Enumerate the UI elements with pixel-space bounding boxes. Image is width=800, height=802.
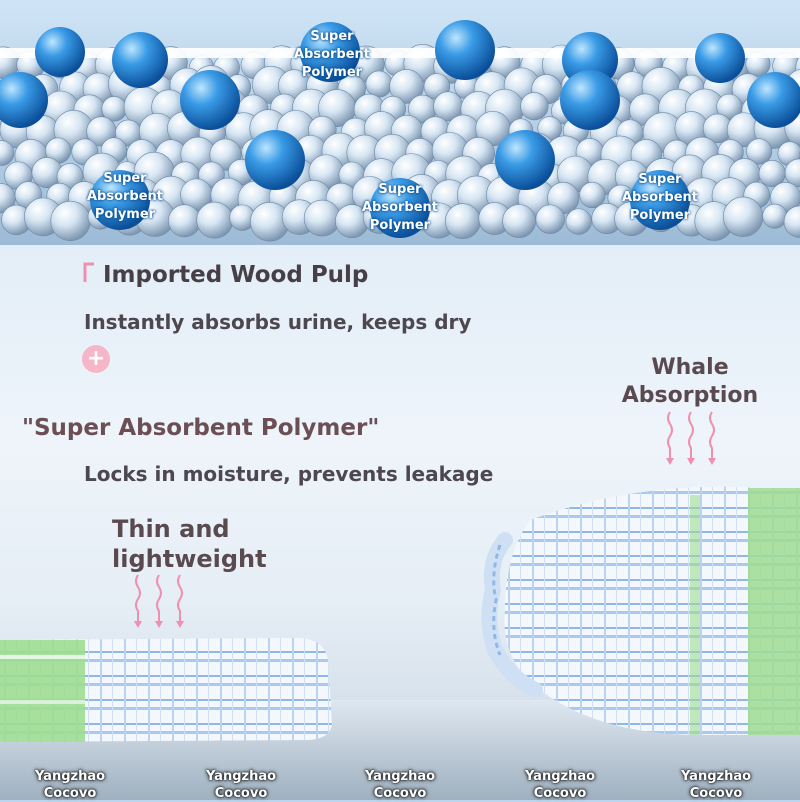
clear-polymer-bead — [746, 138, 773, 165]
pulp-title: Imported Wood Pulp — [103, 262, 369, 288]
clear-polymer-bead — [0, 140, 15, 166]
blue-polymer-bead — [35, 27, 85, 77]
blue-polymer-bead — [180, 70, 240, 130]
clear-polymer-bead — [389, 69, 424, 104]
blue-polymer-bead — [560, 70, 620, 130]
blue-polymer-bead — [495, 130, 555, 190]
blue-polymer-bead — [370, 178, 430, 238]
polymer-beads-illustration — [0, 0, 800, 245]
clear-polymer-bead — [444, 203, 481, 239]
clear-polymer-bead — [502, 204, 536, 238]
blue-polymer-bead — [435, 20, 495, 80]
blue-polymer-bead — [245, 130, 305, 190]
thin-diaper-pad — [0, 638, 332, 742]
blue-polymer-bead — [630, 170, 690, 230]
plus-icon: + — [82, 345, 110, 373]
whale-label: Whale Absorption — [621, 355, 759, 408]
clear-polymer-bead — [535, 204, 565, 234]
clear-polymer-bead — [579, 181, 606, 209]
sap-title: "Super Absorbent Polymer" — [22, 415, 380, 441]
thin-label: Thin and lightweight — [112, 515, 267, 573]
blue-polymer-bead — [300, 22, 360, 82]
clear-polymer-bead — [784, 158, 800, 188]
clear-polymer-bead — [520, 92, 549, 121]
clear-polymer-bead — [303, 199, 341, 237]
blue-polymer-bead — [747, 72, 800, 128]
clear-polymer-bead — [722, 196, 764, 237]
pulp-layer-line — [0, 48, 800, 58]
diaper-comparison-illustration — [0, 486, 800, 800]
clear-polymer-bead — [565, 208, 592, 235]
clear-polymer-bead — [762, 203, 788, 229]
blue-polymer-bead — [112, 32, 168, 88]
clear-polymer-bead — [196, 201, 234, 239]
whale-absorption-roll — [481, 486, 800, 735]
corner-bracket-icon — [83, 262, 94, 282]
pulp-description: Instantly absorbs urine, keeps dry — [84, 310, 472, 334]
sap-description: Locks in moisture, prevents leakage — [84, 462, 494, 486]
blue-polymer-bead — [695, 33, 745, 83]
thin-absorb-arrows-icon — [134, 574, 184, 628]
blue-polymer-bead — [90, 170, 150, 230]
whale-absorb-arrows-icon — [666, 411, 716, 465]
clear-polymer-bead — [168, 204, 201, 238]
blue-polymer-bead — [0, 72, 48, 128]
